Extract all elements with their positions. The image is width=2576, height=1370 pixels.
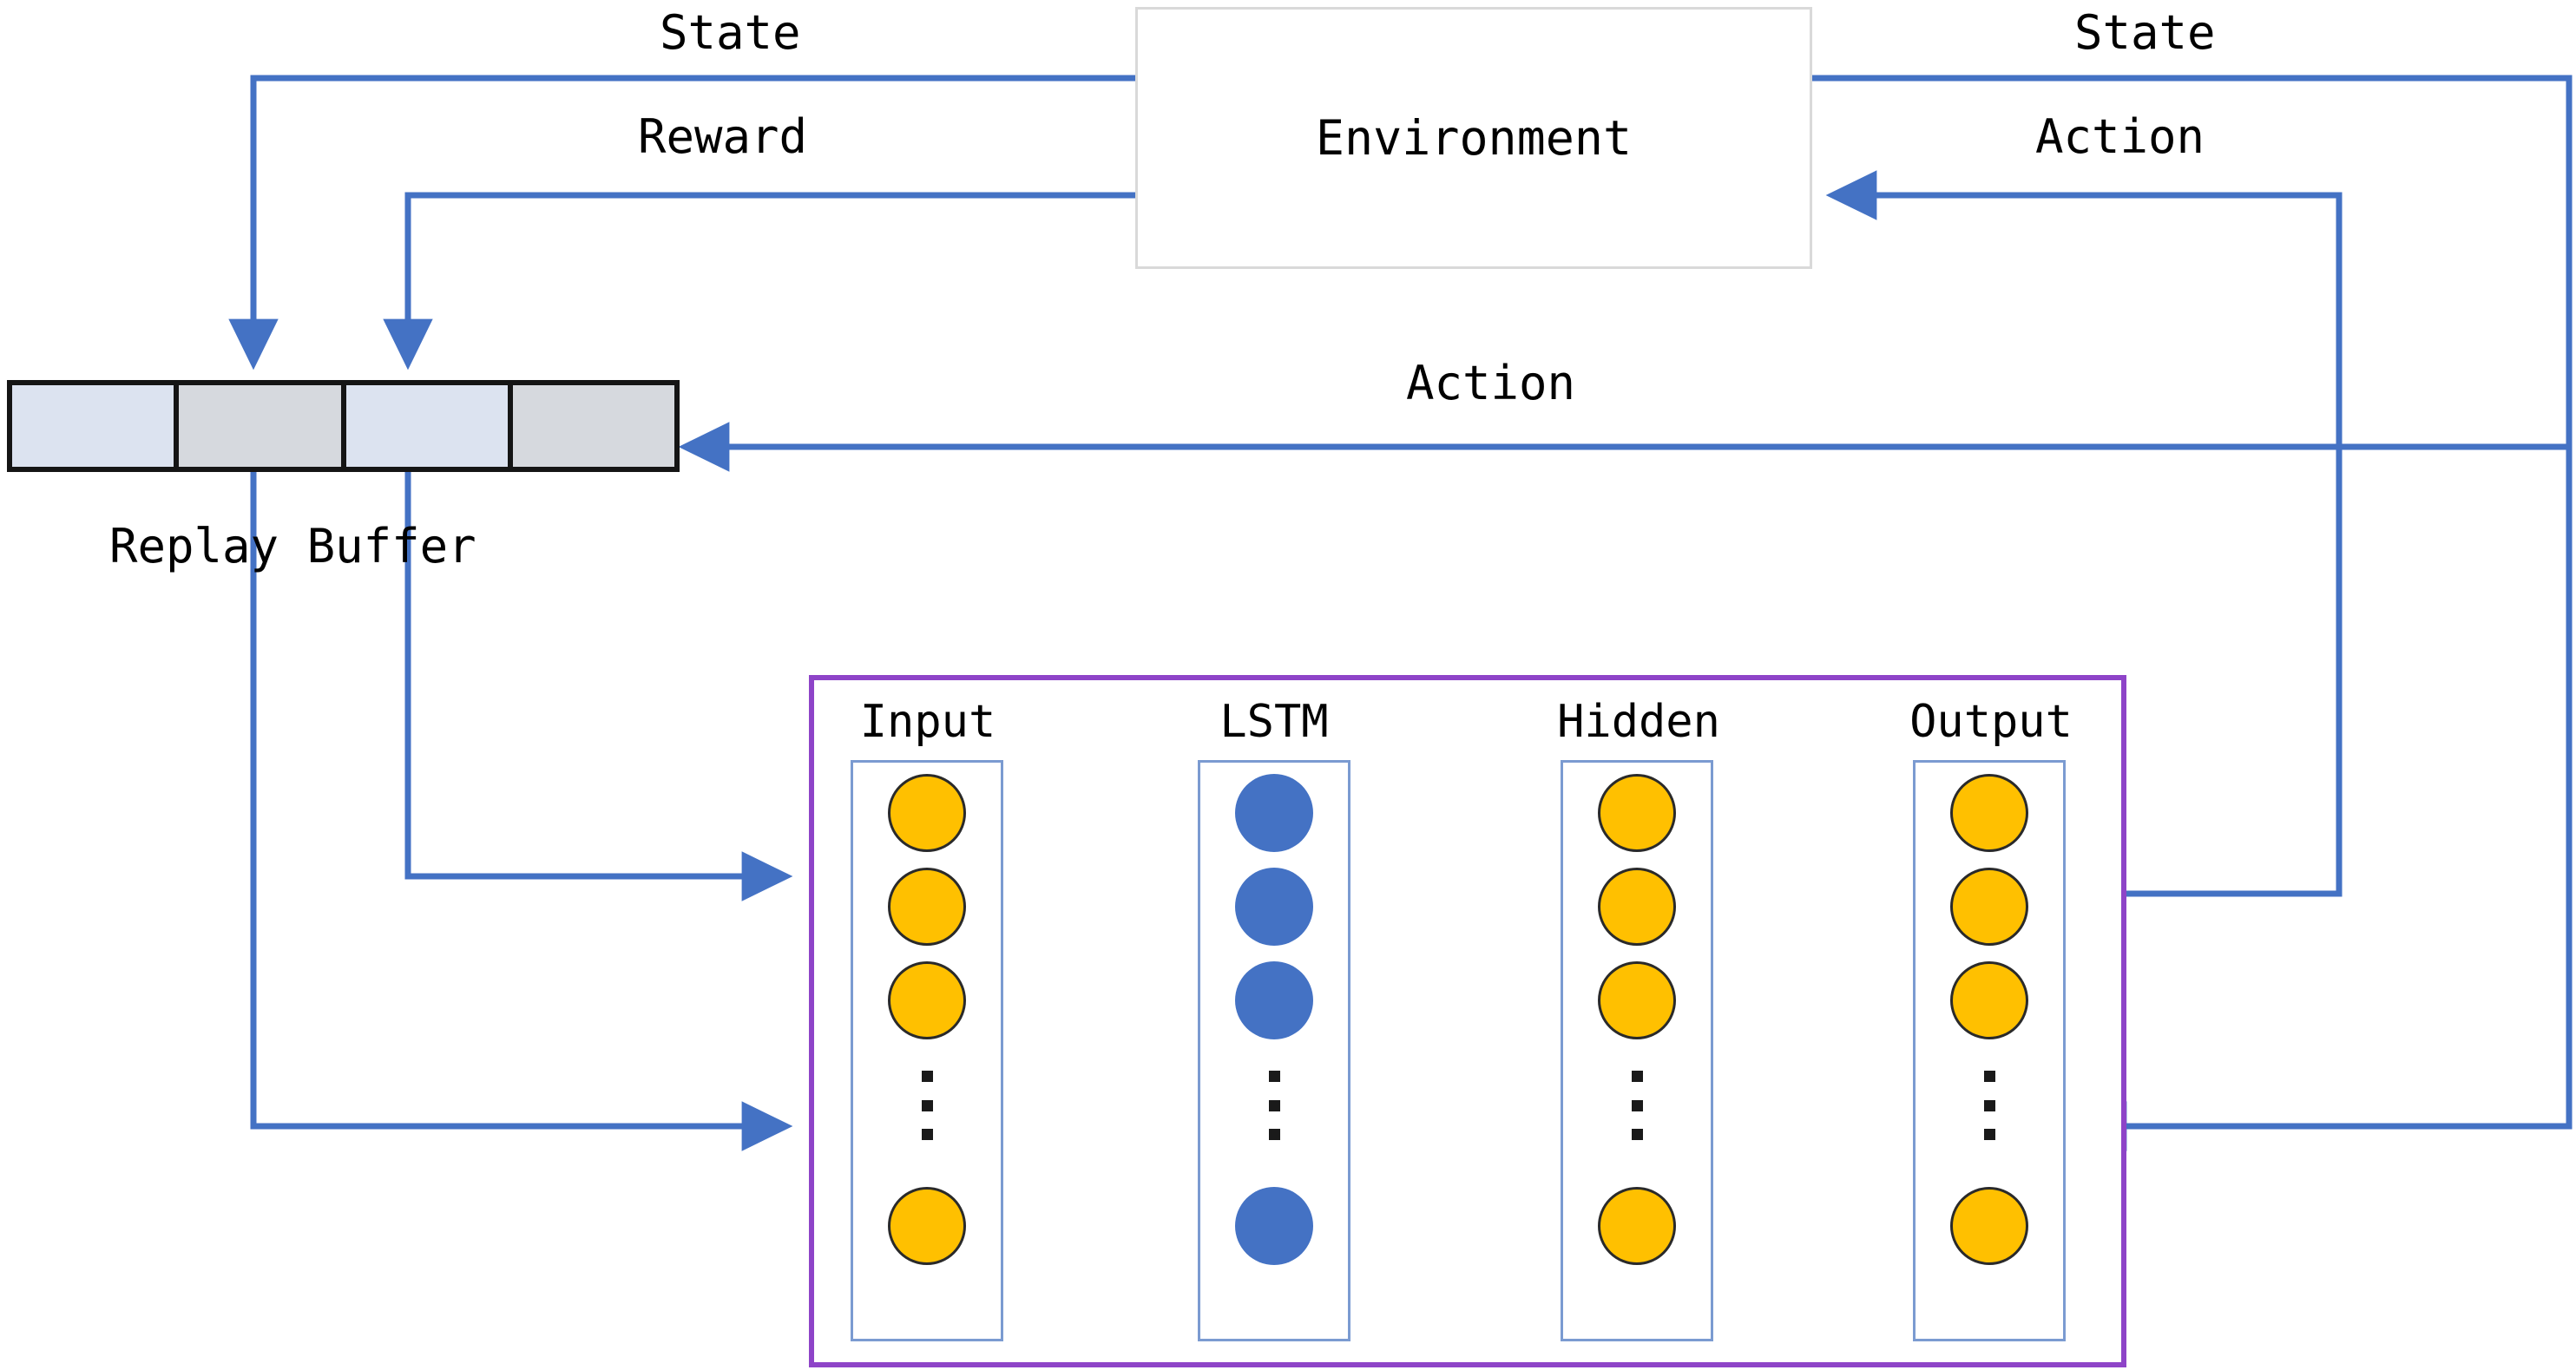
node-lstm-1 [1235,774,1313,852]
node-input-2 [888,868,966,946]
node-lstm-3 [1235,961,1313,1039]
node-output-3 [1950,961,2028,1039]
replay-buffer-cell[interactable] [512,385,674,467]
replay-buffer-cell[interactable] [179,385,346,467]
replay-buffer[interactable] [7,380,680,472]
layer-label-input: Input [859,696,996,748]
ellipsis-lstm [1269,1071,1280,1140]
node-lstm-2 [1235,868,1313,946]
node-output-4 [1950,1187,2028,1265]
replay-buffer-label: Replay Buffer [109,519,476,574]
environment-box: Environment [1135,7,1812,269]
label-state-left: State [660,5,801,60]
replay-buffer-cell[interactable] [345,385,513,467]
label-action-buffer: Action [1406,356,1576,410]
node-input-1 [888,774,966,852]
node-hidden-2 [1598,868,1676,946]
node-hidden-3 [1598,961,1676,1039]
flow-reward-to-buffer [383,192,1137,370]
label-reward: Reward [638,109,808,164]
node-input-3 [888,961,966,1039]
node-hidden-4 [1598,1187,1676,1265]
node-hidden-1 [1598,774,1676,852]
label-action-right: Action [2035,109,2205,164]
ellipsis-output [1984,1071,1995,1140]
layer-label-output: Output [1909,696,2073,748]
environment-label: Environment [1315,110,1633,166]
ellipsis-hidden [1632,1071,1643,1140]
ellipsis-input [922,1071,933,1140]
label-state-right: State [2074,5,2216,60]
node-lstm-4 [1235,1187,1313,1265]
node-output-2 [1950,868,2028,946]
node-input-4 [888,1187,966,1265]
network-box [809,675,2126,1367]
replay-buffer-cell[interactable] [12,385,180,467]
layer-box-lstm [1198,760,1350,1341]
layer-label-hidden: Hidden [1557,696,1720,748]
layer-label-lstm: LSTM [1219,696,1329,748]
node-output-1 [1950,774,2028,852]
